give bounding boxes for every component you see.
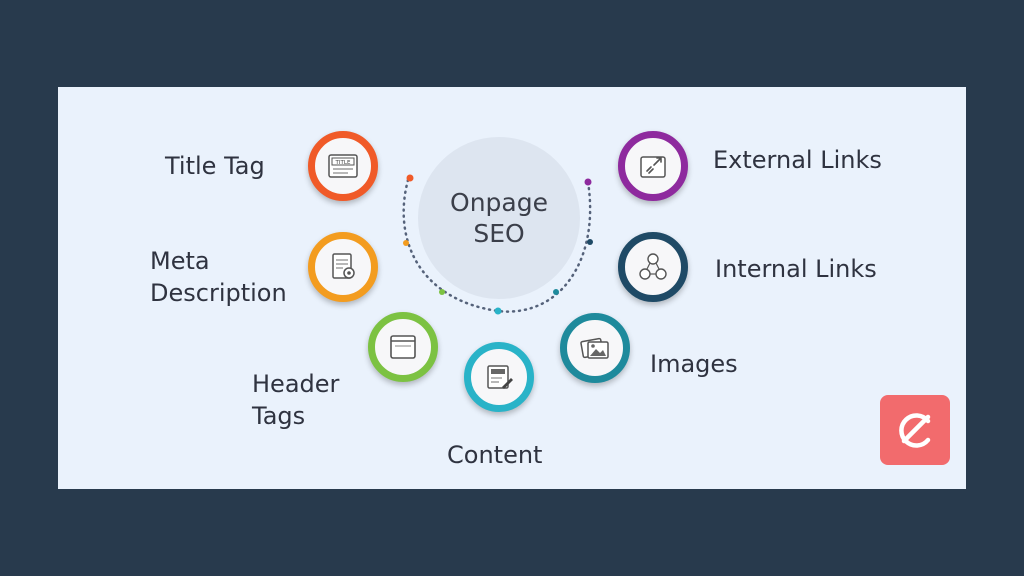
images-ring — [560, 313, 630, 383]
document-gear-icon — [332, 253, 355, 279]
center-circle: Onpage SEO — [418, 137, 580, 299]
title-card-icon: TITLE — [328, 154, 358, 178]
center-title-line1: Onpage — [450, 188, 548, 217]
network-nodes-icon — [639, 253, 667, 280]
title-tag-label: Title Tag — [165, 152, 265, 180]
meta-description-ring — [308, 232, 378, 302]
meta-description-label-line2: Description — [150, 279, 287, 307]
internal-links-ring — [618, 232, 688, 302]
edit-document-icon — [487, 365, 513, 389]
e-logo-icon — [899, 413, 931, 448]
center-title-line2: SEO — [473, 219, 525, 248]
header-tags-label-line2: Tags — [252, 402, 306, 430]
meta-description-label-line1: Meta — [150, 247, 210, 275]
header-tags-label: Header Tags — [252, 368, 339, 432]
internal-links-label: Internal Links — [715, 255, 877, 283]
svg-text:TITLE: TITLE — [335, 160, 351, 166]
brand-logo — [880, 395, 950, 465]
external-links-label: External Links — [713, 146, 882, 174]
title-tag-ring: TITLE — [308, 131, 378, 201]
browser-window-icon — [390, 335, 416, 359]
content-label: Content — [447, 441, 543, 469]
header-tags-ring — [368, 312, 438, 382]
external-link-icon — [640, 156, 666, 178]
image-gallery-icon — [580, 337, 609, 359]
meta-description-label: Meta Description — [150, 245, 287, 309]
external-links-ring — [618, 131, 688, 201]
header-tags-label-line1: Header — [252, 370, 340, 398]
images-label: Images — [650, 350, 738, 378]
content-ring — [464, 342, 534, 412]
